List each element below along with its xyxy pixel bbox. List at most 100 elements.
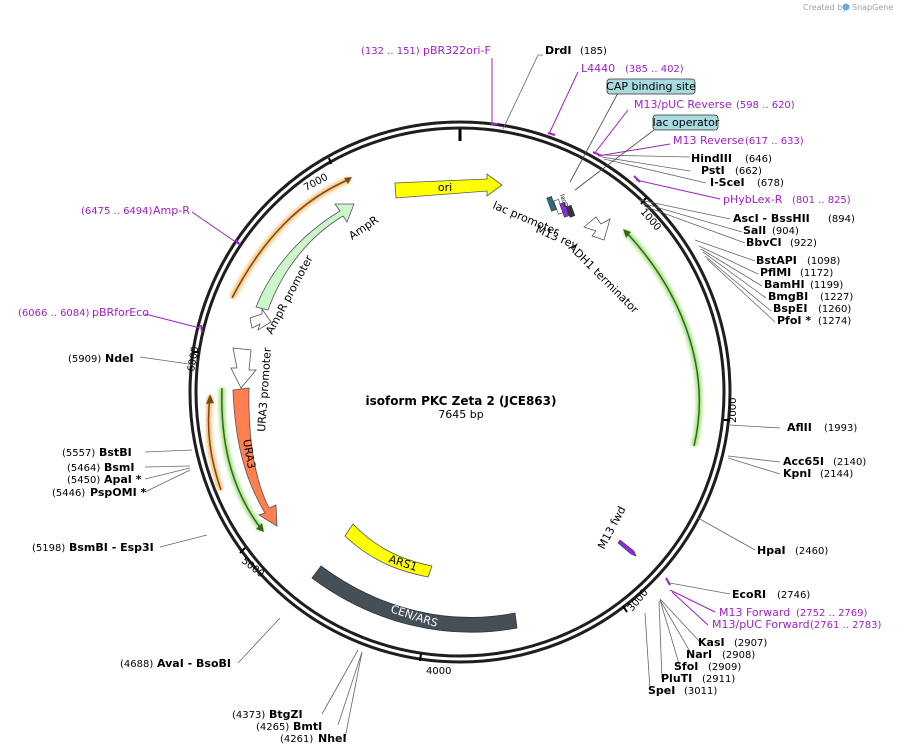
site-name[interactable]: HpaI [757, 544, 786, 557]
tick-5000 [239, 547, 246, 554]
primer-name[interactable]: pBR322ori-F [423, 44, 491, 57]
m13-fwd-feature[interactable] [617, 539, 637, 557]
leader-lines [139, 54, 781, 739]
mini-lacO-label: lacO [558, 193, 569, 208]
site-name[interactable]: BmgBI [768, 290, 808, 303]
site-name[interactable]: I-SceI [710, 176, 745, 189]
site-name[interactable]: NheI [318, 732, 347, 745]
primer-name[interactable]: M13/pUC Forward [712, 618, 810, 631]
primer-range: (617 .. 633) [745, 136, 804, 147]
site-name[interactable]: Acc65I [783, 455, 824, 468]
plasmid-title: isoform PKC Zeta 2 (JCE863) [366, 394, 557, 408]
orf-arc-green-2-head [256, 523, 264, 532]
site-position: (1227) [820, 292, 853, 303]
primer-name[interactable]: pBRforEco [92, 306, 149, 319]
primer-name[interactable]: M13 Reverse [673, 134, 744, 147]
site-name[interactable]: AflII [787, 421, 812, 434]
site-name[interactable]: SpeI [648, 684, 675, 697]
tick-4000 [419, 653, 422, 662]
cap-binding-site-box[interactable] [606, 78, 696, 95]
primer-name[interactable]: Amp-R [153, 204, 190, 217]
site-name[interactable]: NdeI [105, 352, 134, 365]
primer-name[interactable]: M13 Forward [719, 606, 790, 619]
tick-label-2000: 2000 [728, 398, 739, 423]
tick-label-4000: 4000 [426, 666, 451, 677]
ampr-feature[interactable] [255, 203, 355, 311]
cap-site-leader [569, 92, 619, 183]
site-position: (5198) [32, 543, 65, 554]
orf-arc-green-1[interactable] [624, 230, 700, 447]
lac-promoter-block[interactable] [546, 196, 557, 212]
ampr-label: AmpR [346, 213, 381, 242]
site-position: (904) [772, 226, 799, 237]
primer-range: (385 .. 402) [625, 64, 684, 75]
site-name[interactable]: BmtI [293, 720, 322, 733]
tick-7000 [328, 157, 332, 165]
primer-name[interactable]: pHybLex-R [723, 193, 783, 206]
site-name[interactable]: BbvCI [746, 236, 782, 249]
site-name[interactable]: PluTI [661, 672, 692, 685]
site-position: (2460) [795, 546, 828, 557]
ampr-promoter-arrow[interactable] [249, 307, 272, 331]
site-name[interactable]: BamHI [764, 278, 805, 291]
site-position: (1260) [818, 304, 851, 315]
site-name[interactable]: BstBI [99, 446, 132, 459]
primer-labels: (132 .. 151) pBR322ori-F L4440 (385 .. 4… [18, 44, 882, 631]
restriction-sites: DrdI (185) HindIII (646) PstI (662) I-Sc… [32, 44, 866, 745]
lac-operator-leader [574, 129, 655, 191]
site-name[interactable]: KpnI [783, 467, 811, 480]
site-position: (5557) [62, 448, 95, 459]
site-name[interactable]: PstI [701, 164, 725, 177]
site-name[interactable]: EcoRI [732, 588, 766, 601]
plasmid-length: 7645 bp [438, 408, 483, 421]
site-position: (185) [580, 46, 607, 57]
ori-label: ori [438, 181, 452, 194]
site-name[interactable]: BtgZI [269, 708, 303, 721]
orf-arc-green-1-head [623, 229, 631, 238]
site-name[interactable]: AscI - BssHII [733, 212, 810, 225]
site-position: (5450) [67, 475, 100, 486]
orf-arc-green-2[interactable] [221, 387, 263, 531]
primer-name[interactable]: L4440 [581, 62, 615, 75]
site-name[interactable]: PflMI [760, 266, 791, 279]
orf-arc-orange-2[interactable] [207, 395, 222, 491]
cen-ars-feature[interactable] [311, 565, 518, 633]
site-name[interactable]: SfoI [674, 660, 698, 673]
site-name[interactable]: BsmBI - Esp3I [69, 541, 154, 554]
primer-range: (6475 .. 6494) [81, 206, 153, 217]
site-position: (2746) [777, 590, 810, 601]
lac-operator-box[interactable] [652, 114, 719, 131]
site-name[interactable]: ApaI * [104, 473, 142, 486]
primer-range: (6066 .. 6084) [18, 308, 90, 319]
site-name[interactable]: PfoI * [777, 314, 811, 327]
ura3-feature[interactable] [232, 387, 278, 527]
ura3-promoter-arrow[interactable] [230, 347, 257, 389]
orf-arc-orange-1[interactable] [231, 178, 351, 299]
site-name[interactable]: BstAPI [756, 254, 797, 267]
site-name[interactable]: BspEI [773, 302, 807, 315]
ori-feature[interactable] [394, 173, 503, 199]
site-position: (1098) [807, 256, 840, 267]
site-position: (922) [790, 238, 817, 249]
site-position: (1199) [810, 280, 843, 291]
site-name[interactable]: KasI [698, 636, 725, 649]
site-name[interactable]: HindIII [691, 152, 732, 165]
site-position: (662) [735, 166, 762, 177]
site-name[interactable]: DrdI [545, 44, 572, 57]
site-position: (4265) [256, 722, 289, 733]
ars1-feature[interactable] [344, 523, 433, 578]
site-position: (2140) [833, 457, 866, 468]
site-name[interactable]: AvaI - BsoBI [157, 657, 231, 670]
site-name[interactable]: BsmI [104, 461, 135, 474]
site-name[interactable]: NarI [686, 648, 712, 661]
primer-name[interactable]: M13/pUC Reverse [634, 98, 732, 111]
cap-block[interactable] [566, 204, 576, 218]
site-position: (3011) [684, 686, 717, 697]
orf-arcs [205, 176, 703, 532]
adh1-terminator-arrow[interactable] [583, 216, 611, 241]
site-position: (2908) [722, 650, 755, 661]
site-name[interactable]: SalI [743, 224, 766, 237]
site-name[interactable]: PspOMI * [90, 486, 147, 499]
primer-range: (2761 .. 2783) [810, 620, 882, 631]
snapgene-logo-icon [842, 3, 850, 11]
